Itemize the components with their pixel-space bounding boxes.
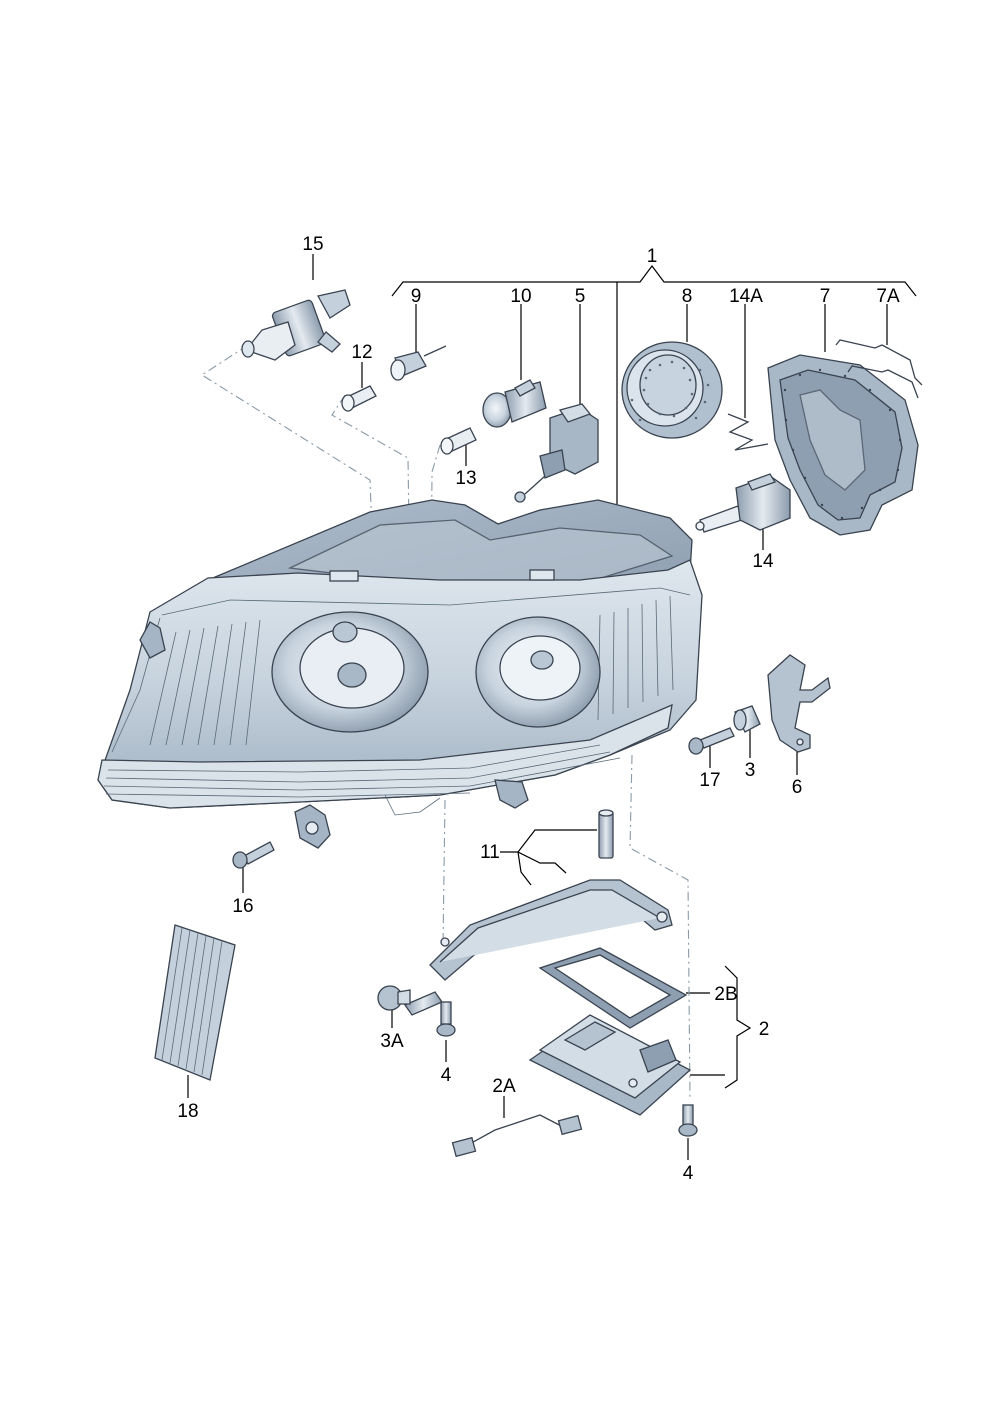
- leveling-rail-11: [404, 879, 673, 1016]
- callout-10: 10: [510, 286, 531, 307]
- callout-7: 7: [820, 286, 831, 307]
- callout-14: 14: [752, 551, 774, 572]
- halogen-bulb-15: [241, 289, 351, 361]
- screw-17: [688, 727, 735, 755]
- callout-16: 16: [232, 896, 253, 917]
- callout-2: 2: [759, 1019, 770, 1040]
- rear-cover-7: [767, 354, 919, 536]
- ring-cover-8: [621, 341, 723, 439]
- control-unit-2: [528, 1014, 692, 1116]
- callout-7A: 7A: [876, 286, 900, 307]
- callout-8: 8: [682, 286, 693, 307]
- callout-11: 11: [480, 842, 500, 863]
- callout-12: 12: [351, 342, 372, 363]
- callout-18: 18: [177, 1101, 198, 1122]
- spring-clip-14A: [727, 413, 769, 451]
- callout-17: 17: [699, 770, 720, 791]
- callout-4-right: 4: [683, 1163, 694, 1184]
- callout-5: 5: [575, 286, 586, 307]
- callout-2A: 2A: [492, 1076, 516, 1097]
- callout-14A: 14A: [729, 286, 763, 307]
- headlight-housing: [97, 499, 703, 849]
- callout-6: 6: [792, 777, 803, 798]
- lens-panel-18: [154, 924, 236, 1081]
- adjuster-3: [733, 705, 761, 733]
- screw-4-right: [678, 1104, 698, 1137]
- screw-4-left: [436, 1001, 456, 1037]
- leveling-motor-5: [514, 403, 599, 503]
- cable-2A: [451, 1114, 583, 1158]
- callout-2B: 2B: [714, 984, 737, 1005]
- gasket-2B: [538, 947, 688, 1029]
- callout-9: 9: [411, 286, 422, 307]
- bulb-10: [482, 379, 547, 428]
- callout-1: 1: [647, 246, 658, 267]
- bulb-13: [440, 427, 477, 455]
- screw-16: [232, 841, 275, 869]
- small-bulb-12: [341, 385, 377, 412]
- callout-labels: 1 15 9 10 5 8 14A 7 7A 12 13 14 17 3 6 1…: [177, 234, 900, 1184]
- pin-11: [598, 809, 614, 859]
- bulb-holder-9: [390, 345, 447, 381]
- callout-4-left: 4: [441, 1065, 452, 1086]
- callout-3: 3: [745, 760, 756, 781]
- seal-wire-7A: [835, 339, 923, 399]
- callout-13: 13: [455, 468, 476, 489]
- xenon-bulb-14: [695, 473, 791, 533]
- callout-15: 15: [302, 234, 323, 255]
- callout-3A: 3A: [380, 1031, 404, 1052]
- cap-3A: [377, 985, 411, 1011]
- mounting-bracket-6: [767, 654, 831, 753]
